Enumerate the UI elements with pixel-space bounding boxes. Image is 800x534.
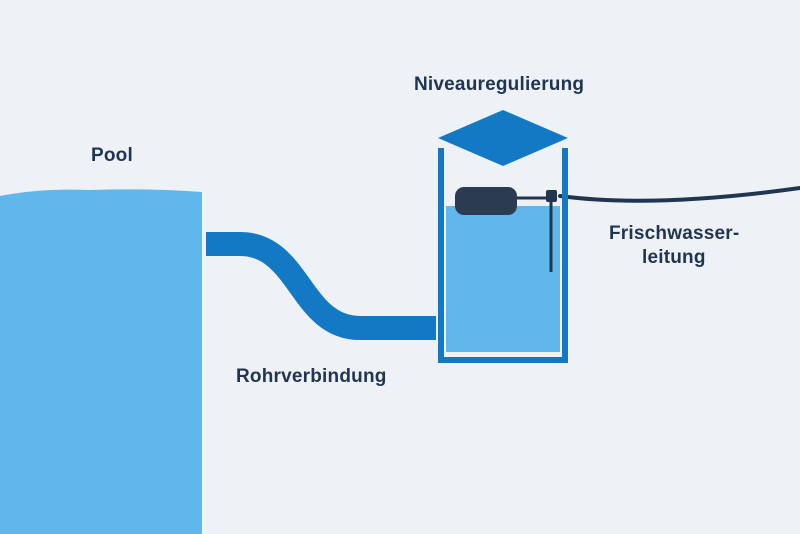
pool-label: Pool (91, 145, 133, 166)
tank-container (438, 148, 568, 363)
valve-head (546, 190, 557, 202)
fresh-water-line (558, 186, 800, 203)
pipe-connection (206, 232, 436, 340)
fresh-water-line-label-line2: leitung (642, 247, 706, 268)
float-body (455, 187, 517, 215)
fresh-water-line-label-line1: Frischwasser- (609, 223, 740, 244)
tank-lid (438, 110, 568, 166)
pipe-connection-label: Rohrverbindung (236, 366, 387, 387)
pool-water (0, 189, 202, 534)
tank-water (446, 206, 560, 352)
level-control-label: Niveauregulierung (414, 74, 585, 95)
fresh-water-line-label: Frischwasser- leitung (609, 222, 739, 270)
